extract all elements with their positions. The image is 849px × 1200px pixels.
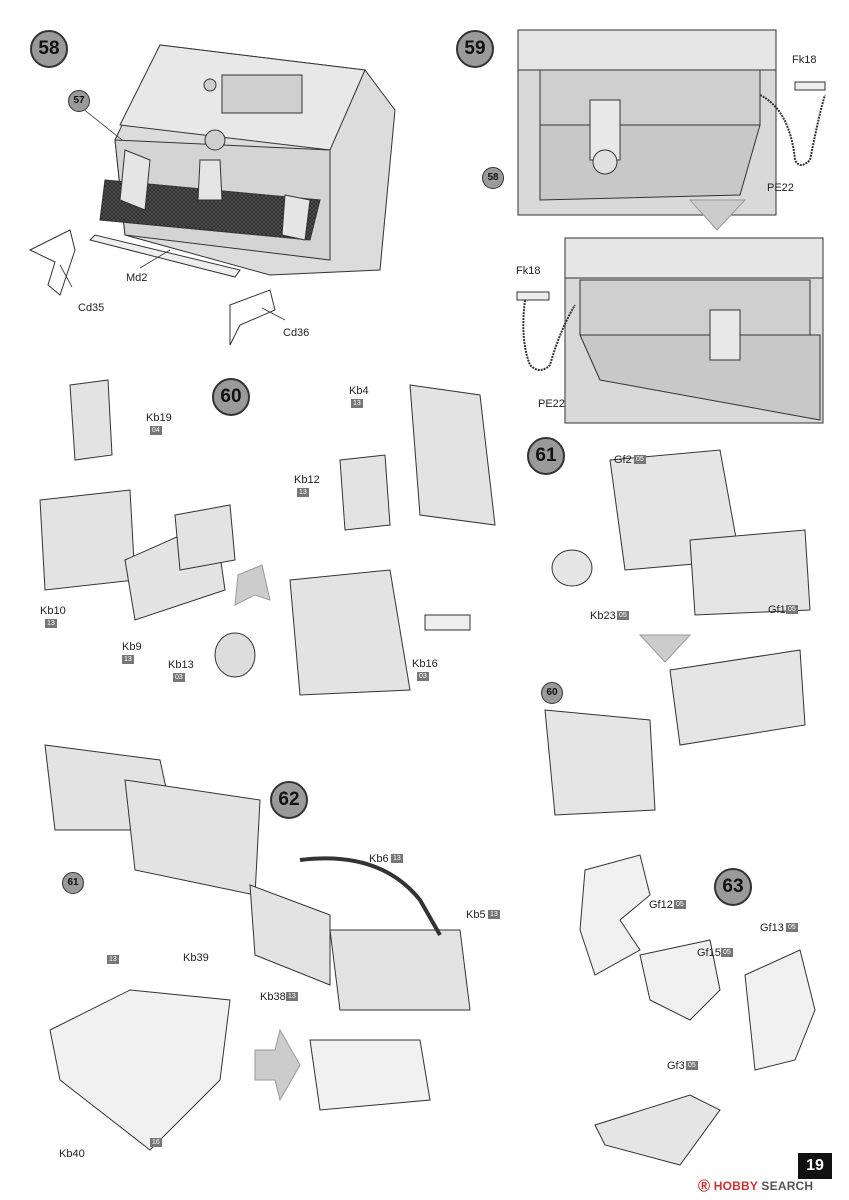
ref-circle-58: 58 — [482, 167, 504, 189]
label-kb6: Kb6 — [369, 853, 389, 865]
ref-circle-61: 61 — [62, 872, 84, 894]
assembly-63-parts — [579, 854, 816, 1166]
hull-detail-bottom — [564, 237, 824, 424]
part-md2-bar — [89, 234, 241, 278]
step-number-58: 58 — [30, 30, 68, 68]
step-number-60: 60 — [212, 378, 250, 416]
label-kb40: Kb40 — [59, 1148, 85, 1160]
label-gf12: Gf12 — [649, 899, 673, 911]
ref-circle-60: 60 — [541, 682, 563, 704]
label-kb5: Kb5 — [466, 909, 486, 921]
watermark-brand: HOBBY — [713, 1179, 758, 1193]
label-fk18-bottom: Fk18 — [516, 265, 541, 277]
label-kb39: Kb39 — [183, 952, 209, 964]
label-kb23: Kb23 — [590, 610, 616, 622]
hull-rear-drawing — [99, 44, 396, 276]
code-kb12: 13 — [297, 488, 309, 497]
code-kb40: 16 — [150, 1138, 162, 1147]
label-pe22-top: PE22 — [767, 182, 794, 194]
label-kb12: Kb12 — [294, 474, 320, 486]
label-kb10: Kb10 — [40, 605, 66, 617]
label-pe22-bottom: PE22 — [538, 398, 565, 410]
label-kb16: Kb16 — [412, 658, 438, 670]
label-md2: Md2 — [126, 272, 148, 284]
code-kb9: 13 — [122, 655, 134, 664]
assembly-61-parts — [544, 449, 811, 816]
code-kb13: 03 — [173, 673, 185, 682]
label-gf1: Gf1 — [768, 604, 786, 616]
code-kb23: 05 — [617, 611, 629, 620]
label-kb38: Kb38 — [260, 991, 286, 1003]
label-gf2: Gf2 — [614, 454, 632, 466]
label-kb19: Kb19 — [146, 412, 172, 424]
code-kb10: 13 — [45, 619, 57, 628]
code-gf12: 05 — [674, 900, 686, 909]
code-gf3: 05 — [686, 1061, 698, 1070]
code-gf13: 05 — [786, 923, 798, 932]
page-number: 19 — [798, 1153, 832, 1179]
step-number-62: 62 — [270, 781, 308, 819]
ref-circle-57: 57 — [68, 90, 90, 112]
watermark: Ⓡ HOBBY SEARCH — [698, 1177, 813, 1194]
step-number-59: 59 — [456, 30, 494, 68]
watermark-rest: SEARCH — [761, 1179, 814, 1193]
watermark-mark: Ⓡ — [698, 1179, 711, 1193]
step-number-61: 61 — [527, 437, 565, 475]
cable-bottom — [516, 291, 576, 371]
assembly-60-parts — [39, 379, 256, 678]
label-cd36: Cd36 — [283, 327, 310, 339]
label-kb9: Kb9 — [122, 641, 142, 653]
code-kb39: 13 — [107, 955, 119, 964]
part-cd35-plate — [28, 229, 76, 296]
hull-detail-top — [517, 29, 777, 216]
label-cd35: Cd35 — [78, 302, 105, 314]
down-arrow-61 — [638, 634, 692, 663]
assembly-60-right — [289, 384, 496, 696]
label-gf15: Gf15 — [697, 947, 721, 959]
down-arrow-59 — [688, 199, 747, 231]
code-kb4: 13 — [351, 399, 363, 408]
code-kb38: 13 — [286, 992, 298, 1001]
label-gf3: Gf3 — [667, 1060, 685, 1072]
assembly-62-parts — [44, 744, 471, 1151]
code-gf2: 05 — [634, 455, 646, 464]
label-kb13: Kb13 — [168, 659, 194, 671]
code-kb5: 13 — [488, 910, 500, 919]
arrow-62 — [254, 1028, 301, 1102]
code-kb19: 04 — [150, 426, 162, 435]
step-number-63: 63 — [714, 868, 752, 906]
code-kb6: 13 — [391, 854, 403, 863]
code-kb16: 03 — [417, 672, 429, 681]
code-gf15: 05 — [721, 948, 733, 957]
part-cd36-plate — [229, 289, 276, 346]
arrow-60 — [234, 564, 271, 606]
label-kb4: Kb4 — [349, 385, 369, 397]
label-gf13: Gf13 — [760, 922, 784, 934]
label-fk18-top: Fk18 — [792, 54, 817, 66]
code-gf1: 05 — [786, 605, 798, 614]
cable-top — [759, 81, 826, 166]
